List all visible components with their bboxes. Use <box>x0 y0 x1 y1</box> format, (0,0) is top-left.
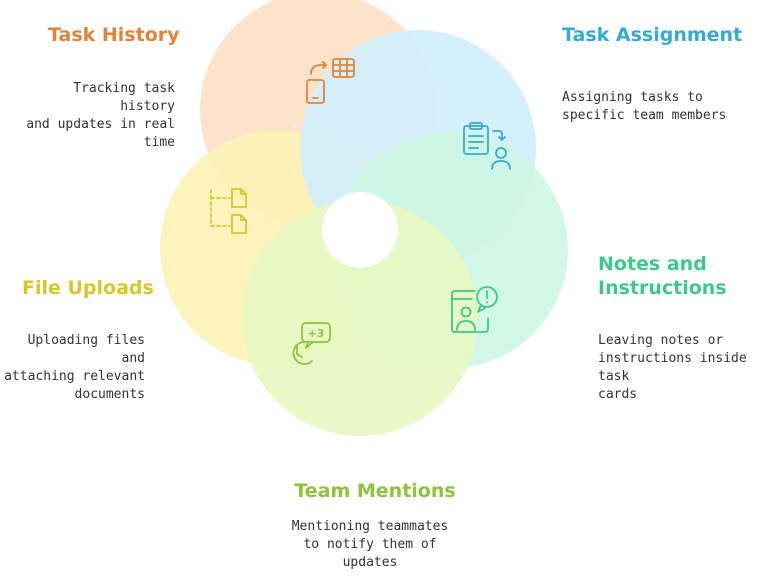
mention-count-badge: +3 <box>308 327 325 340</box>
clipboard-user-icon <box>463 122 511 170</box>
title-file-uploads: File Uploads <box>22 277 154 299</box>
desc-line: to notify them of <box>303 537 437 552</box>
desc-line: Tracking task history <box>73 81 175 114</box>
petal-mentions <box>242 200 478 436</box>
title-team-mentions: Team Mentions <box>294 480 456 502</box>
icons: +3 <box>210 58 511 365</box>
title-line: Notes and <box>598 253 707 275</box>
desc-line: Uploading files and <box>27 333 145 366</box>
desc-line: instructions inside task <box>598 351 747 384</box>
title-notes-instructions: Notes and Instructions <box>598 252 727 300</box>
desc-file-uploads: Uploading files and attaching relevant d… <box>0 332 145 404</box>
desc-line: attaching relevant <box>4 369 145 384</box>
desc-line: and updates in real <box>26 117 175 132</box>
file-tree-icon <box>210 188 247 234</box>
petals <box>160 0 568 436</box>
clock-plus-three-icon: +3 <box>292 322 331 365</box>
title-task-history: Task History <box>48 24 180 46</box>
desc-line: Assigning tasks to <box>562 90 703 105</box>
desc-task-assignment: Assigning tasks to specific team members <box>562 89 762 125</box>
phone-sync-table-icon <box>306 58 355 104</box>
desc-line: Mentioning teammates <box>291 519 449 534</box>
desc-team-mentions: Mentioning teammates to notify them of u… <box>270 518 470 572</box>
title-task-assignment: Task Assignment <box>562 24 743 46</box>
title-line: Instructions <box>598 277 727 299</box>
desc-line: Leaving notes or <box>598 333 724 348</box>
desc-line: time <box>143 135 175 150</box>
note-alert-user-icon <box>451 286 498 333</box>
desc-line: specific team members <box>562 108 727 123</box>
desc-line: updates <box>342 555 398 570</box>
desc-notes-instructions: Leaving notes or instructions inside tas… <box>598 332 774 404</box>
center-hub <box>322 192 398 268</box>
desc-line: documents <box>74 387 145 402</box>
desc-line: cards <box>598 387 638 402</box>
desc-task-history: Tracking task history and updates in rea… <box>15 80 175 152</box>
